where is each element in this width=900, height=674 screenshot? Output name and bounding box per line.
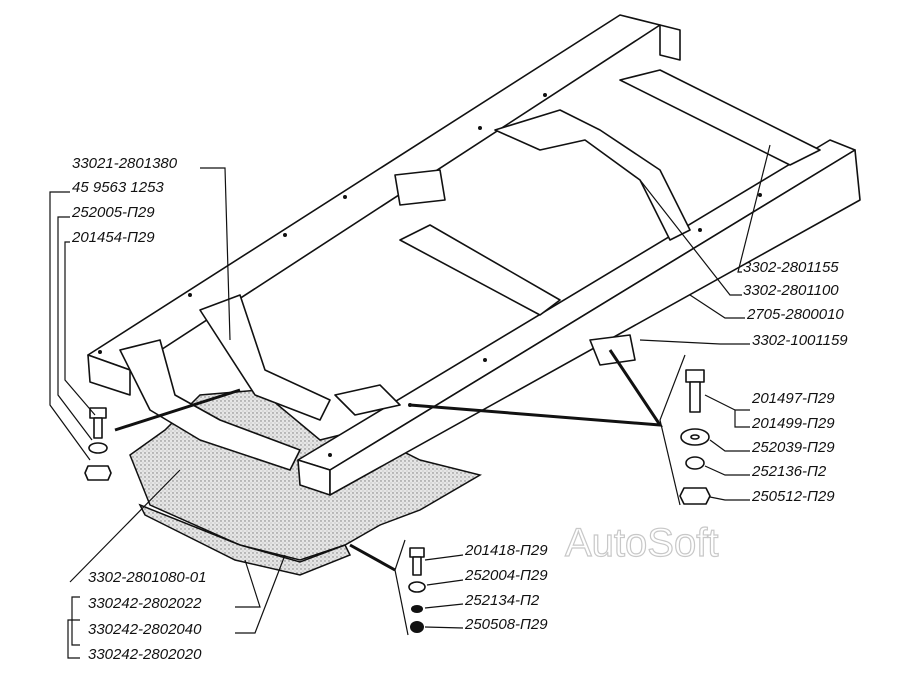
cross-members <box>119 69 821 471</box>
label-201499: 201499-П29 <box>751 415 835 432</box>
label-45-9563-1253: 45 9563 1253 <box>72 179 164 196</box>
label-330242-2802022: 330242-2802022 <box>88 595 202 612</box>
label-330242-2802040: 330242-2802040 <box>88 621 202 638</box>
label-3302-1001159: 3302-1001159 <box>752 332 848 349</box>
watermark: AutoSoft <box>565 521 718 565</box>
rail-holes <box>98 93 762 457</box>
label-201497: 201497-П29 <box>751 390 835 407</box>
label-2705-2800010: 2705-2800010 <box>746 306 844 323</box>
label-3302-2801100: 3302-2801100 <box>743 282 839 299</box>
label-250508: 250508-П29 <box>464 616 548 633</box>
label-252005: 252005-П29 <box>71 204 155 221</box>
fastener-group-right <box>679 369 711 505</box>
label-201454: 201454-П29 <box>71 229 155 246</box>
left-frame-rail <box>87 14 681 396</box>
label-201418: 201418-П29 <box>464 542 548 559</box>
label-252136: 252136-П2 <box>751 463 827 480</box>
label-252134: 252134-П2 <box>464 592 540 609</box>
label-3302-2801080-01: 3302-2801080-01 <box>88 569 206 586</box>
label-33021-2801380: 33021-2801380 <box>72 155 178 172</box>
label-252004: 252004-П29 <box>464 567 548 584</box>
label-250512: 250512-П29 <box>751 488 835 505</box>
part-labels: 33021-2801380 45 9563 1253 252005-П29 20… <box>71 155 848 663</box>
label-3302-2801155: 3302-2801155 <box>743 259 839 276</box>
fastener-group-left <box>84 407 112 481</box>
fastener-group-bottom <box>408 547 426 633</box>
leader-lines <box>49 144 771 659</box>
label-330242-2802020: 330242-2802020 <box>88 646 202 663</box>
label-252039: 252039-П29 <box>751 439 835 456</box>
